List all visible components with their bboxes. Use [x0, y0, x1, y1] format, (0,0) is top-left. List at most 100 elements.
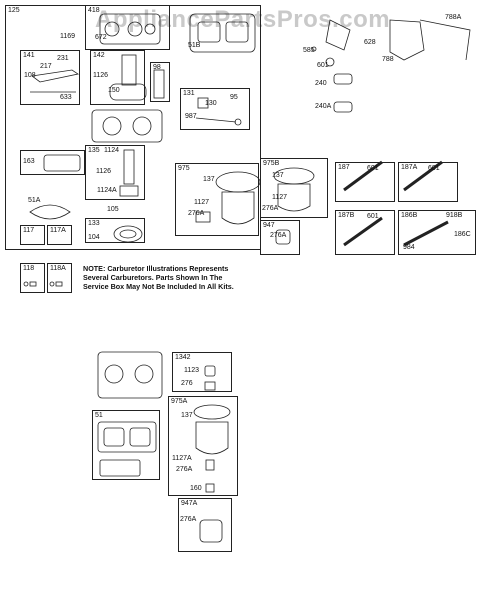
part-1127a2: 1127A	[172, 455, 192, 462]
box-135	[85, 145, 145, 200]
box-163	[20, 150, 85, 175]
part-217: 217	[40, 63, 52, 70]
float-bowl-975b	[277, 183, 311, 212]
box-142	[90, 50, 145, 105]
gasket-51-lower	[97, 421, 157, 453]
part-788: 788	[382, 56, 394, 63]
box-1342	[172, 352, 232, 392]
float-bowl-975a	[195, 421, 229, 455]
note-line-1: NOTE: Carburetor Illustrations Represent…	[83, 264, 229, 273]
bracket-628	[325, 19, 351, 51]
part-186c: 186C	[454, 231, 471, 238]
lower-carb-body	[97, 351, 163, 399]
box-187a	[398, 162, 458, 202]
part-601a: 601	[317, 62, 329, 69]
label-133: 133	[88, 220, 100, 227]
label-51: 51	[95, 412, 103, 419]
part-137a: 137	[203, 176, 215, 183]
part-276a4: 276A	[176, 466, 193, 473]
part-1126	[123, 149, 135, 185]
part-51a: 51A	[28, 197, 41, 204]
part-1169: 1169	[60, 33, 76, 40]
part-1124a: 1124A	[97, 187, 117, 194]
fuel-line-187b	[343, 216, 383, 247]
part-51b: 51B	[188, 42, 201, 49]
fuel-line-187	[343, 160, 383, 192]
fuel-line-186b	[403, 220, 449, 247]
decal-98	[153, 69, 165, 99]
part-1126a: 1126	[93, 72, 109, 79]
part-788a: 788A	[445, 14, 462, 21]
part-276a1: 276A	[188, 210, 205, 217]
label-975b: 975B	[263, 160, 280, 167]
part-601c: 601	[428, 165, 440, 172]
gasket-163	[43, 154, 81, 172]
box-98	[150, 62, 170, 102]
part-672: 672	[95, 34, 107, 41]
part-987: 987	[185, 113, 197, 120]
bracket-788	[389, 19, 425, 61]
choke-shaft-141	[30, 69, 80, 83]
label-118: 118	[23, 265, 35, 272]
part-150: 150	[108, 87, 120, 94]
box-133	[85, 218, 145, 243]
label-187b: 187B	[338, 212, 355, 219]
label-125: 125	[8, 7, 20, 14]
label-187: 187	[338, 164, 350, 171]
label-947a: 947A	[181, 500, 198, 507]
note-line-2: Several Carburetors. Parts Shown In The	[83, 273, 223, 282]
watermark: AppliancePartsPros.com	[95, 6, 391, 33]
part-276: 276	[181, 380, 193, 387]
part-95: 95	[230, 94, 238, 101]
box-947	[260, 220, 300, 255]
part-1123: 1123	[184, 367, 200, 374]
label-947: 947	[263, 222, 275, 229]
fuel-line-187a	[403, 160, 443, 192]
label-117: 117	[23, 227, 35, 234]
part-276a3: 276A	[270, 232, 287, 239]
box-118	[20, 263, 45, 293]
box-117	[20, 225, 45, 245]
part-628: 628	[364, 39, 376, 46]
box-187	[335, 162, 395, 202]
plate-788a	[419, 19, 471, 61]
carb-top-plate-418	[99, 13, 161, 45]
label-117a: 117A	[50, 227, 66, 234]
part-142	[121, 54, 137, 86]
label-187a: 187A	[401, 164, 418, 171]
filter-240	[333, 73, 353, 85]
label-98: 98	[153, 64, 161, 71]
label-141: 141	[23, 52, 35, 59]
box-187b	[335, 210, 395, 255]
solenoid-947a	[199, 519, 223, 543]
part-130: 130	[205, 100, 217, 107]
part-585: 585	[303, 47, 315, 54]
box-947a	[178, 498, 232, 552]
part-130	[197, 97, 209, 109]
box-975	[175, 163, 259, 236]
box-131	[180, 88, 250, 130]
part-240: 240	[315, 80, 327, 87]
part-276a5: 276A	[180, 516, 197, 523]
box-118a	[47, 263, 72, 293]
box-51	[92, 410, 160, 480]
label-975: 975	[178, 165, 190, 172]
part-918b: 918B	[446, 212, 463, 219]
carb-body	[91, 109, 163, 143]
float-bowl	[221, 191, 255, 225]
part-105: 105	[107, 206, 119, 213]
part-1124: 1124	[104, 147, 120, 154]
part-137c: 137	[181, 412, 193, 419]
label-163: 163	[23, 158, 35, 165]
part-601b: 601	[367, 165, 379, 172]
part-633: 633	[60, 94, 72, 101]
label-1342: 1342	[175, 354, 191, 361]
part-231: 231	[57, 55, 69, 62]
label-142: 142	[93, 52, 105, 59]
part-108: 108	[24, 72, 36, 79]
label-975a: 975A	[171, 398, 188, 405]
carburetor-note: NOTE: Carburetor Illustrations Represent…	[83, 264, 234, 291]
label-186b: 186B	[401, 212, 418, 219]
part-276a2: 276A	[262, 205, 279, 212]
